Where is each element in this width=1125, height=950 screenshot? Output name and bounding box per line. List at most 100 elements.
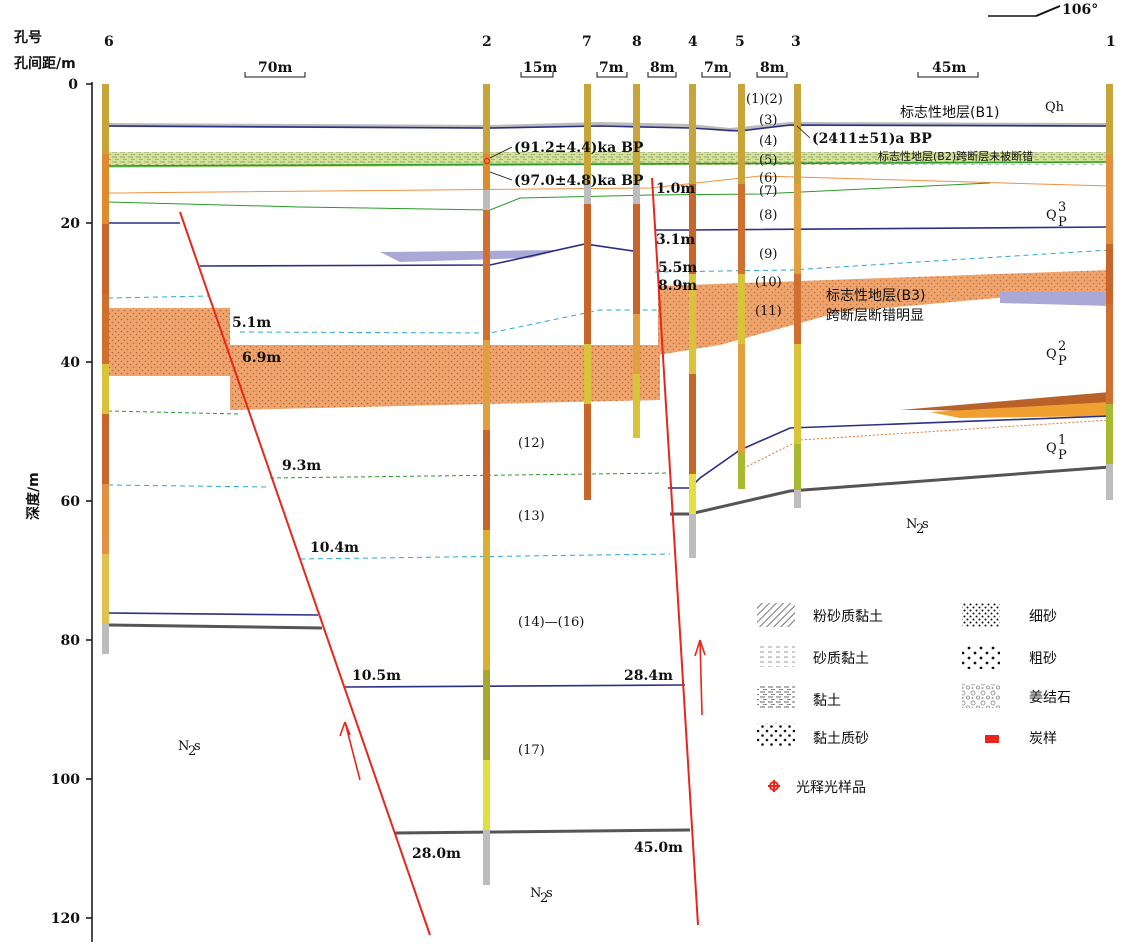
svg-text:P: P	[1058, 448, 1067, 463]
unit-4: (4)	[759, 134, 777, 149]
marker-b3-label-2: 跨断层断错明显	[826, 308, 924, 324]
legend-osl: 光释光样品	[796, 780, 866, 796]
depth-tick-60: 60	[61, 494, 81, 510]
offset-east-45-0: 45.0m	[634, 840, 683, 856]
borehole-label-6: 6	[104, 34, 114, 50]
spacing-2-7: 15m	[523, 60, 557, 76]
svg-text:P: P	[1058, 215, 1067, 230]
depth-tick-20: 20	[61, 216, 81, 232]
offset-west-10-4: 10.4m	[310, 540, 359, 556]
svg-text:s: s	[546, 886, 553, 901]
svg-text:s: s	[922, 517, 929, 532]
svg-text:3: 3	[1058, 200, 1066, 215]
fault-motion-arrow-icon	[339, 639, 706, 781]
legend-clayey-sand: 黏土质砂	[813, 731, 869, 747]
unit-1-2: (1)(2)	[746, 92, 783, 107]
north-azimuth: 106°	[1062, 2, 1098, 18]
borehole-3	[794, 84, 801, 508]
marker-b3-label-1: 标志性地层(B3)	[826, 288, 925, 304]
osl-sample-icon	[483, 157, 491, 165]
depth-axis-label: 深度/m	[25, 472, 42, 520]
offset-west-6-9: 6.9m	[242, 350, 281, 366]
borehole-2	[483, 84, 490, 885]
strata-n2s-bottom: N 2 s	[530, 886, 553, 906]
svg-text:Q: Q	[1046, 441, 1057, 456]
osl-legend-icon	[768, 780, 780, 792]
blue-lens	[380, 250, 560, 262]
borehole-5	[738, 84, 745, 489]
strata-qp1: Q 1 P	[1046, 433, 1067, 463]
unit-14-16: (14)—(16)	[518, 615, 584, 630]
unit-5: (5)	[759, 153, 777, 168]
spacing-4-5: 7m	[704, 60, 729, 76]
depth-tick-100: 100	[51, 772, 80, 788]
legend-coarse-sand: 粗砂	[1029, 651, 1057, 667]
unit-3: (3)	[759, 113, 777, 128]
c14-age: (2411±51)a BP	[812, 131, 932, 147]
unit-17: (17)	[518, 743, 545, 758]
depth-tick-0: 0	[68, 77, 78, 93]
depth-tick-80: 80	[61, 633, 81, 649]
offset-east-8-9: 8.9m	[658, 278, 697, 294]
svg-text:N: N	[178, 739, 189, 754]
borehole-4	[689, 84, 696, 558]
fault-east	[651, 177, 699, 926]
legend	[757, 603, 1000, 792]
borehole-7	[584, 84, 591, 500]
unit-9: (9)	[759, 247, 777, 262]
borehole-8	[633, 84, 640, 438]
svg-text:2: 2	[188, 744, 196, 759]
spacing-label: 孔间距/m	[14, 55, 76, 72]
strata-qp2: Q 2 P	[1046, 339, 1067, 369]
borehole-label-8: 8	[632, 34, 642, 50]
legend-clay: 黏土	[813, 693, 841, 709]
offset-east-28-4: 28.4m	[624, 668, 673, 684]
spacing-7-8: 7m	[599, 60, 624, 76]
depth-axis	[86, 82, 93, 942]
hole-no-label: 孔号	[14, 30, 42, 46]
offset-east-1-0: 1.0m	[656, 181, 695, 197]
marker-b1-label: 标志性地层(B1)	[900, 105, 999, 121]
unit-13: (13)	[518, 509, 545, 524]
unit-10: (10)	[755, 275, 782, 290]
offset-east-3-1: 3.1m	[656, 232, 695, 248]
unit-6: (6)	[759, 171, 777, 186]
legend-calcrete: 姜结石	[1029, 690, 1071, 706]
offset-west-10-5: 10.5m	[352, 668, 401, 684]
north-arrow-icon	[988, 5, 1061, 17]
borehole-label-4: 4	[688, 34, 698, 50]
fault-west	[179, 211, 431, 936]
svg-text:Q: Q	[1046, 347, 1057, 362]
svg-text:2: 2	[916, 522, 924, 537]
legend-silty-clay: 粉砂质黏土	[813, 609, 883, 625]
borehole-label-7: 7	[582, 34, 592, 50]
marker-b2-label: 标志性地层(B2)跨断层未被断错	[878, 149, 1033, 163]
unit-8: (8)	[759, 208, 777, 223]
svg-text:2: 2	[540, 891, 548, 906]
legend-charcoal: 炭样	[1029, 731, 1057, 747]
svg-text:s: s	[194, 739, 201, 754]
offset-west-9-3: 9.3m	[282, 458, 321, 474]
offset-west-5-1: 5.1m	[232, 315, 271, 331]
borehole-label-1: 1	[1106, 34, 1116, 50]
spacing-5-3: 8m	[760, 60, 785, 76]
depth-tick-120: 120	[51, 911, 80, 927]
unit-12: (12)	[518, 436, 545, 451]
borehole-6	[102, 84, 109, 654]
unit-11: (11)	[755, 304, 782, 319]
strata-n2s-east: N 2 s	[906, 517, 929, 537]
strata-n2s-west: N 2 s	[178, 739, 201, 759]
borehole-label-3: 3	[791, 34, 801, 50]
svg-text:N: N	[530, 886, 541, 901]
spacing-3-1: 45m	[932, 60, 966, 76]
svg-text:Q: Q	[1046, 208, 1057, 223]
svg-text:N: N	[906, 517, 917, 532]
svg-text:2: 2	[1058, 339, 1066, 354]
borehole-1	[1106, 84, 1113, 500]
depth-tick-40: 40	[61, 355, 81, 371]
osl-age-2: (97.0±4.8)ka BP	[514, 173, 644, 189]
unit-7: (7)	[759, 184, 777, 199]
svg-text:1: 1	[1058, 433, 1066, 448]
borehole-label-2: 2	[482, 34, 492, 50]
